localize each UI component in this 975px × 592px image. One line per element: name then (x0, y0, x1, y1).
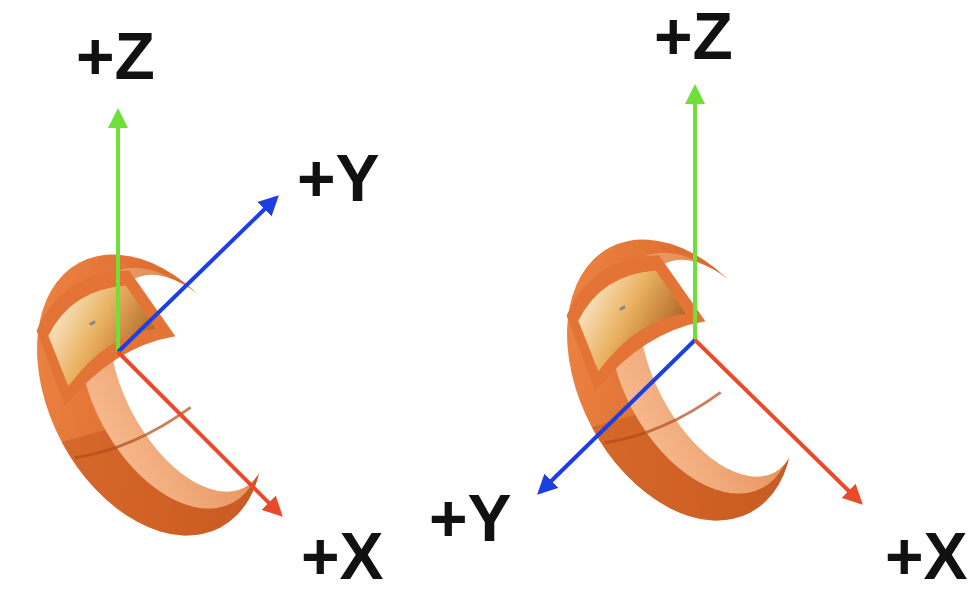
axes-right (540, 88, 860, 502)
axis-label: +Z (76, 23, 155, 89)
ring-right (521, 199, 842, 560)
ring-left (0, 214, 312, 575)
axis-label: +X (301, 523, 384, 589)
axis-label: +Y (297, 145, 380, 211)
z-axis (116, 112, 120, 352)
z-axis (693, 88, 697, 340)
axis-label: +Y (429, 485, 512, 551)
x-axis (695, 340, 860, 502)
y-axis (540, 340, 695, 492)
axes-left (118, 112, 280, 514)
axis-label: +X (885, 523, 968, 589)
axis-label: +Z (654, 3, 733, 69)
x-axis (118, 352, 280, 514)
y-axis (118, 198, 276, 352)
